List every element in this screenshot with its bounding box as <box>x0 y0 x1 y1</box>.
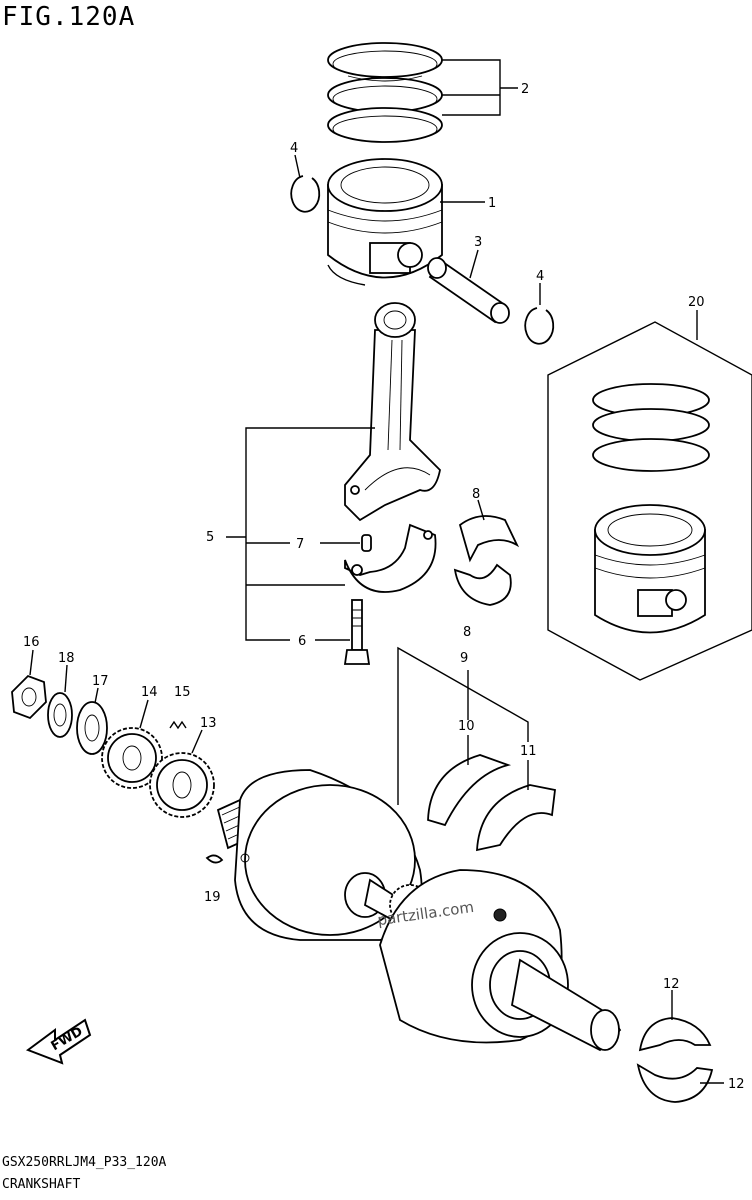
piston-rings[interactable] <box>327 42 443 143</box>
crankshaft-bearing-lower[interactable] <box>476 784 556 852</box>
diagram-name: CRANKSHAFT <box>2 1177 81 1192</box>
callout-4-lower: 4 <box>536 269 544 284</box>
spring-15[interactable] <box>169 720 187 730</box>
washer-18[interactable] <box>47 692 73 738</box>
callout-2: 2 <box>521 82 529 97</box>
forward-arrow-icon: FWD <box>25 1018 92 1065</box>
callout-3: 3 <box>474 235 482 250</box>
callout-12-upper: 12 <box>663 977 680 992</box>
callout-12-lower: 12 <box>728 1077 745 1092</box>
piston-set[interactable] <box>547 321 752 681</box>
callout-17: 17 <box>92 674 109 689</box>
crankshaft[interactable] <box>205 769 622 1052</box>
connecting-rod-bearing[interactable] <box>453 515 520 606</box>
connecting-rod[interactable] <box>344 302 441 522</box>
callout-5: 5 <box>206 530 214 545</box>
primary-drive-gear-14[interactable] <box>101 727 163 789</box>
piston[interactable] <box>327 158 443 286</box>
callout-20: 20 <box>688 295 705 310</box>
callout-4-upper: 4 <box>290 141 298 156</box>
dowel-pin[interactable] <box>361 534 372 552</box>
leader-lines <box>29 59 724 1084</box>
piston-pin-circlip-lower[interactable] <box>524 307 555 345</box>
piston-pin-circlip-upper[interactable] <box>290 175 321 213</box>
callout-11: 11 <box>520 744 537 759</box>
figure-title: FIG.120A <box>2 2 136 32</box>
callout-9: 9 <box>460 651 468 666</box>
diagram-code: GSX250RRLJM4_P33_120A <box>2 1155 167 1170</box>
callout-8-upper: 8 <box>472 487 480 502</box>
callout-13: 13 <box>200 716 217 731</box>
callout-10: 10 <box>458 719 475 734</box>
callout-8-lower: 8 <box>463 625 471 640</box>
callout-7: 7 <box>296 537 304 552</box>
connecting-rod-cap[interactable] <box>344 523 437 593</box>
callout-1: 1 <box>488 196 496 211</box>
callout-6: 6 <box>298 634 306 649</box>
piston-pin[interactable] <box>427 257 510 324</box>
callout-19: 19 <box>204 890 221 905</box>
callout-16: 16 <box>23 635 40 650</box>
primary-drive-gear-13[interactable] <box>149 752 215 818</box>
callout-18: 18 <box>58 651 75 666</box>
callout-14: 14 <box>141 685 158 700</box>
callout-numbers: 1 2 3 4 4 5 6 7 8 8 9 10 11 12 12 13 14 … <box>23 82 745 1092</box>
washer-17[interactable] <box>76 701 108 755</box>
callout-15: 15 <box>174 685 191 700</box>
crank-nut[interactable] <box>11 674 47 720</box>
connecting-rod-bolt[interactable] <box>343 599 371 665</box>
crankshaft-bearing-upper[interactable] <box>427 754 512 827</box>
crank-balancer-bearing[interactable] <box>636 1017 714 1103</box>
